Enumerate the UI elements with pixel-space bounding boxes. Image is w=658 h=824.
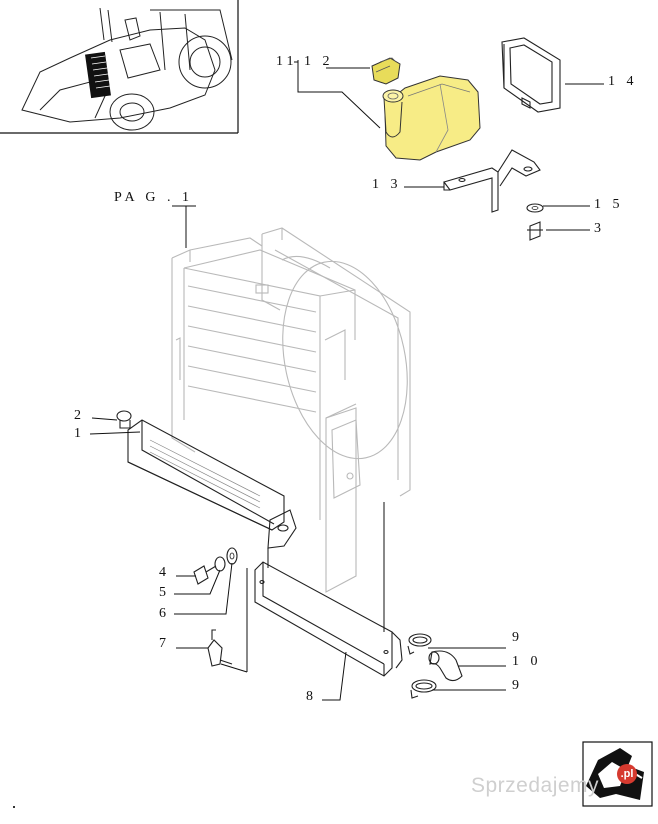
bolt-4: [193, 565, 217, 585]
oil-cooler: [127, 419, 297, 549]
mounting-bracket-8: [254, 561, 403, 677]
callout-15: 1 5: [594, 197, 624, 212]
expansion-tank: [382, 75, 481, 161]
callout-9-lower: 9: [512, 678, 523, 693]
bolt-3: [527, 221, 543, 241]
leader-lines: [89, 60, 604, 701]
callout-1: 1: [74, 426, 85, 441]
callout-5: 5: [159, 585, 170, 600]
callout-14: 1 4: [608, 74, 638, 89]
radiator-ghost: [171, 227, 411, 593]
tractor-locator-inset: [0, 0, 239, 134]
callout-6: 6: [159, 606, 170, 621]
callout-4: 4: [159, 565, 170, 580]
tank-cap: [371, 57, 401, 85]
callout-8: 8: [306, 689, 317, 704]
watermark-text: Sprzedajemy: [471, 774, 600, 797]
callout-11: 11: [276, 54, 298, 69]
callout-9-upper: 9: [512, 630, 523, 645]
callout-pag-1: PA G . 1: [114, 190, 193, 205]
callout-10: 1 0: [512, 654, 542, 669]
stray-dot: [13, 806, 15, 808]
washer-15: [526, 203, 544, 213]
callout-3: 3: [594, 221, 605, 236]
callout-7: 7: [159, 636, 170, 651]
callout-12: 1 2: [304, 54, 334, 69]
plug-2: [116, 410, 132, 429]
hose-clamp-lower: [410, 679, 437, 699]
tank-bracket: [443, 149, 541, 213]
hose-10: [428, 650, 463, 682]
washer-5: [214, 556, 226, 572]
washer-6: [226, 547, 238, 565]
tank-strap: [501, 37, 561, 113]
fitting-7: [207, 629, 233, 667]
hose-clamp-upper: [407, 633, 432, 655]
callout-13: 1 3: [372, 177, 402, 192]
callout-2: 2: [74, 408, 85, 423]
watermark-badge: .pl: [617, 764, 637, 784]
